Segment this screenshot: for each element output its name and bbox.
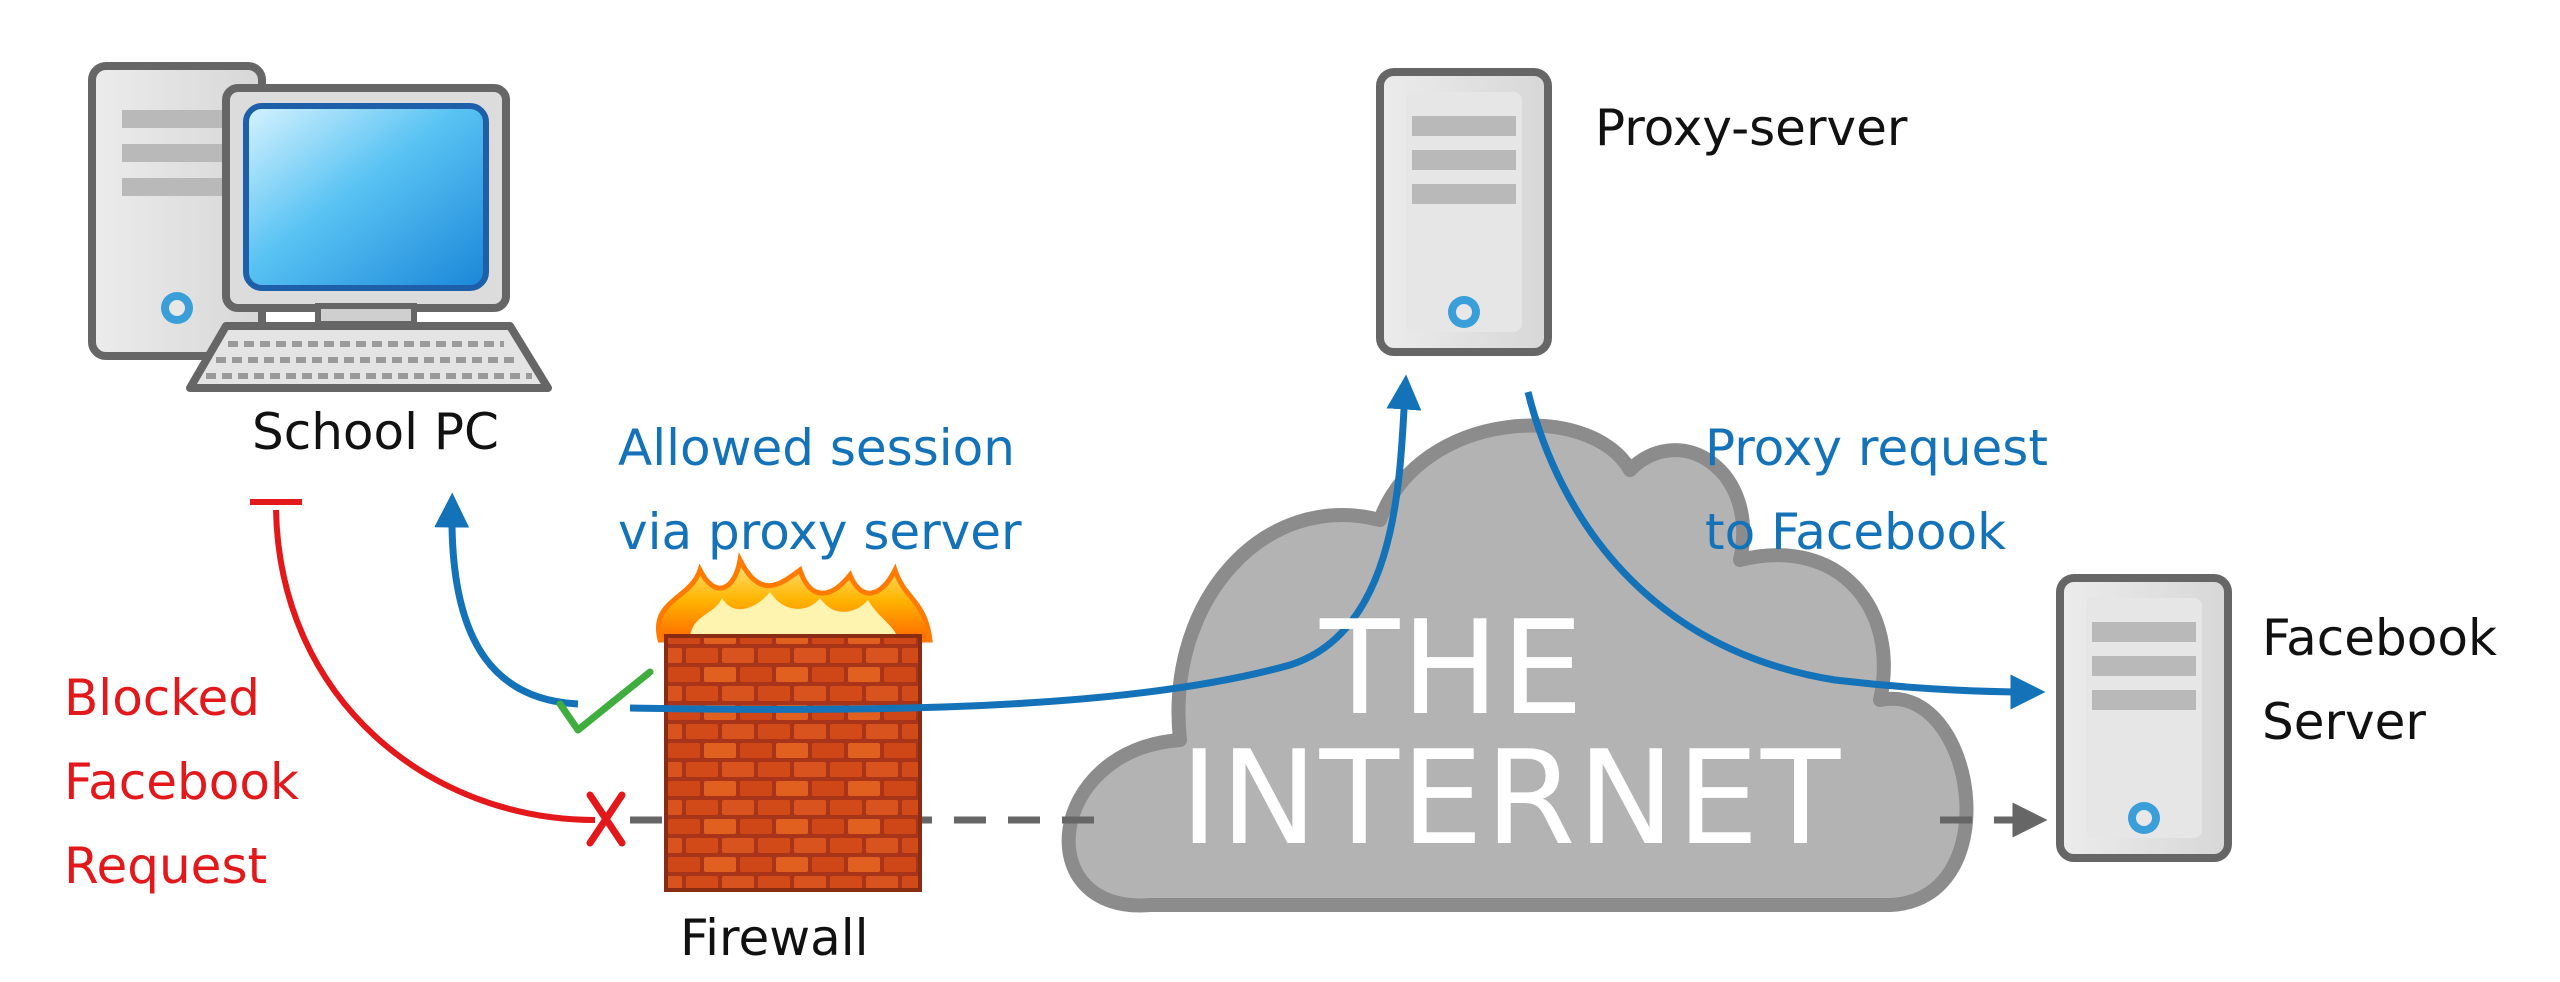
proxy-request-path <box>1524 391 2046 710</box>
school-pc-icon <box>88 62 552 392</box>
proxy-request-label-line1: Proxy request <box>1705 419 2048 477</box>
facebook-server-icon <box>2056 574 2232 862</box>
blocked-request-label-line1: Blocked <box>64 669 260 727</box>
blocked-request-label-line2: Facebook <box>64 753 299 811</box>
allowed-check-icon <box>556 668 654 734</box>
proxy-request-label-line2: to Facebook <box>1705 503 2007 561</box>
internet-label-line1: THE <box>1320 592 1586 744</box>
facebook-server-label-line1: Facebook <box>2262 609 2497 667</box>
internet-cloud <box>1061 418 1974 913</box>
proxy-server-label: Proxy-server <box>1595 99 1908 157</box>
blocked-cross-icon <box>586 791 626 847</box>
blocked-request-path <box>250 499 596 823</box>
firewall-icon <box>655 552 933 892</box>
school-pc-label: School PC <box>252 403 499 461</box>
firewall-label: Firewall <box>680 909 869 967</box>
internet-label-line2: INTERNET <box>1180 722 1843 874</box>
allowed-session-label-line2: via proxy server <box>618 503 1022 561</box>
proxy-server-icon <box>1376 68 1552 356</box>
allowed-session-path <box>434 374 1422 713</box>
allowed-session-label-line1: Allowed session <box>618 419 1015 477</box>
facebook-server-label-line2: Server <box>2262 693 2426 751</box>
blocked-request-label-line3: Request <box>64 837 268 895</box>
